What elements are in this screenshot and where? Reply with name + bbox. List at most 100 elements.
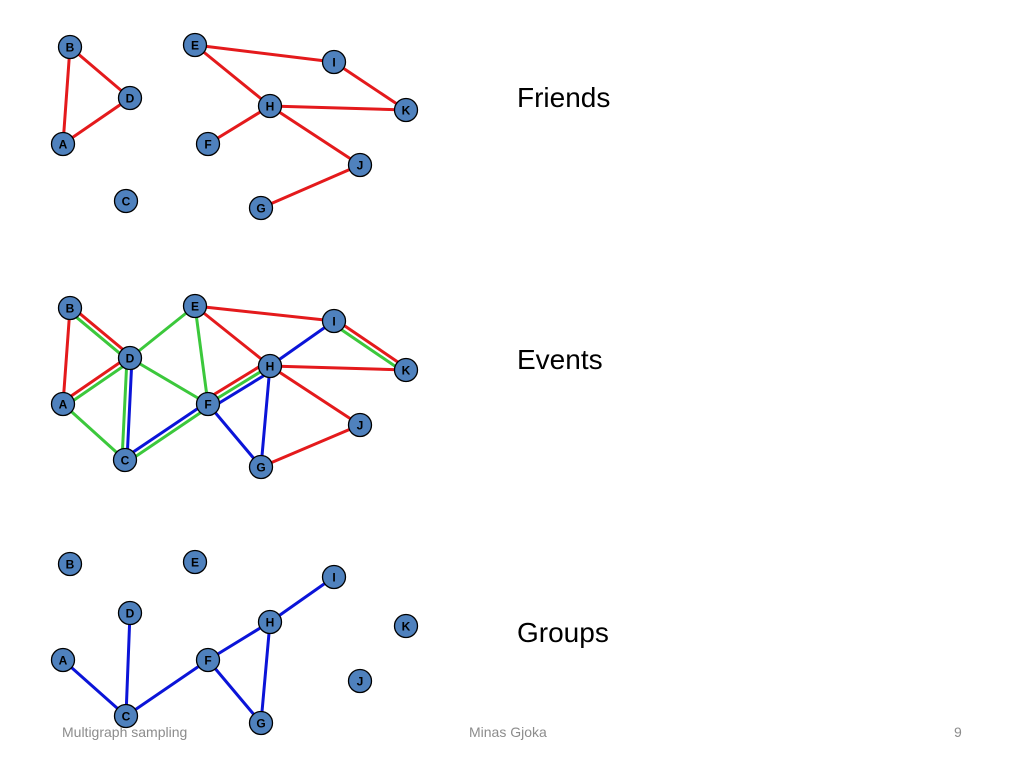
node-G: G bbox=[248, 454, 274, 480]
edge-A-D-friends bbox=[61, 96, 132, 146]
node-C: C bbox=[112, 447, 138, 473]
node-label: A bbox=[59, 137, 68, 151]
edge-C-F-events bbox=[125, 404, 212, 464]
node-G: G bbox=[248, 710, 274, 736]
node-label: B bbox=[66, 557, 75, 571]
node-circle bbox=[393, 357, 419, 383]
node-circle bbox=[347, 412, 373, 438]
node-A: A bbox=[50, 391, 76, 417]
edge-I-K-friends bbox=[332, 60, 408, 112]
edge-H-I-groups bbox=[268, 319, 336, 368]
node-H: H bbox=[257, 609, 283, 635]
node-circle bbox=[393, 97, 419, 123]
node-label: H bbox=[266, 359, 275, 373]
edge-B-D-friends bbox=[69, 304, 133, 358]
node-label: F bbox=[204, 397, 211, 411]
node-J: J bbox=[347, 412, 373, 438]
node-circle bbox=[321, 564, 347, 590]
edge-D-C-events bbox=[120, 356, 129, 462]
node-circle bbox=[321, 49, 347, 75]
node-circle bbox=[195, 391, 221, 417]
node-H: H bbox=[257, 93, 283, 119]
events-graph-label: Events bbox=[517, 344, 603, 375]
node-D: D bbox=[117, 85, 143, 111]
edge-H-F-friends bbox=[203, 360, 269, 402]
node-label: E bbox=[191, 555, 199, 569]
node-label: G bbox=[256, 201, 265, 215]
node-I: I bbox=[321, 49, 347, 75]
node-J: J bbox=[347, 668, 373, 694]
node-circle bbox=[113, 188, 139, 214]
groups-graph-label: Groups bbox=[517, 617, 609, 648]
edge-I-K-friends bbox=[333, 317, 409, 370]
node-D: D bbox=[117, 600, 143, 626]
node-B: B bbox=[57, 295, 83, 321]
edge-C-F-groups bbox=[122, 400, 209, 460]
node-circle bbox=[113, 703, 139, 729]
edge-D-C-groups bbox=[124, 611, 132, 718]
node-label: K bbox=[402, 619, 411, 633]
edge-A-C-events bbox=[61, 402, 127, 462]
edge-A-C-groups bbox=[61, 658, 128, 718]
node-label: C bbox=[121, 453, 130, 467]
edge-H-K-friends bbox=[268, 364, 408, 372]
node-label: J bbox=[357, 674, 364, 688]
node-C: C bbox=[113, 188, 139, 214]
edge-F-G-groups bbox=[206, 402, 263, 469]
node-label: A bbox=[59, 397, 68, 411]
node-label: C bbox=[122, 194, 131, 208]
edge-J-G-friends bbox=[259, 423, 362, 469]
node-label: K bbox=[402, 363, 411, 377]
friends-graph: A B C D E F G H I J K bbox=[50, 32, 419, 221]
node-circle bbox=[57, 295, 83, 321]
node-label: D bbox=[126, 351, 135, 365]
node-K: K bbox=[393, 357, 419, 383]
node-circle bbox=[50, 647, 76, 673]
node-label: I bbox=[332, 314, 335, 328]
node-label: C bbox=[122, 709, 131, 723]
friends-graph-label: Friends bbox=[517, 82, 611, 113]
edge-H-F-groups bbox=[209, 368, 275, 410]
node-E: E bbox=[182, 293, 208, 319]
node-E: E bbox=[182, 32, 208, 58]
node-label: G bbox=[256, 716, 265, 730]
node-label: J bbox=[357, 418, 364, 432]
edge-H-J-friends bbox=[268, 104, 362, 167]
node-circle bbox=[182, 293, 208, 319]
node-circle bbox=[195, 131, 221, 157]
node-circle bbox=[117, 85, 143, 111]
node-circle bbox=[50, 131, 76, 157]
edge-H-I-groups bbox=[268, 575, 336, 624]
node-B: B bbox=[57, 34, 83, 60]
node-circle bbox=[257, 609, 283, 635]
edge-D-F-events bbox=[128, 356, 210, 406]
edge-B-A-friends bbox=[61, 306, 72, 406]
node-A: A bbox=[50, 647, 76, 673]
edge-H-G-groups bbox=[259, 364, 272, 469]
footer-author: Minas Gjoka bbox=[469, 724, 547, 740]
node-label: E bbox=[191, 38, 199, 52]
edge-E-H-friends bbox=[193, 304, 272, 368]
node-label: J bbox=[357, 158, 364, 172]
edge-H-G-groups bbox=[259, 620, 272, 725]
edge-I-K-events bbox=[330, 321, 406, 374]
edge-E-I-friends bbox=[193, 304, 336, 323]
node-label: F bbox=[204, 137, 211, 151]
node-K: K bbox=[393, 97, 419, 123]
edge-B-D-events bbox=[66, 308, 130, 362]
node-circle bbox=[117, 345, 143, 371]
node-D: D bbox=[117, 345, 143, 371]
edge-B-D-friends bbox=[68, 45, 132, 100]
edge-D-C-groups bbox=[125, 356, 134, 462]
node-circle bbox=[321, 308, 347, 334]
node-circle bbox=[182, 32, 208, 58]
edge-C-F-groups bbox=[124, 658, 210, 718]
page-number: 9 bbox=[954, 724, 962, 740]
node-circle bbox=[182, 549, 208, 575]
node-label: I bbox=[332, 570, 335, 584]
node-J: J bbox=[347, 152, 373, 178]
node-label: D bbox=[126, 606, 135, 620]
